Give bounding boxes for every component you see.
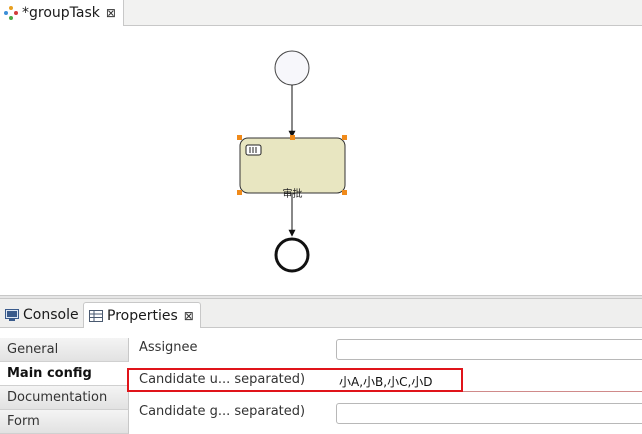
candidate-users-row: Candidate u... separated): [129, 368, 642, 394]
diagram-canvas[interactable]: 审批: [0, 27, 642, 295]
selection-handle[interactable]: [237, 135, 242, 140]
candidate-users-input[interactable]: [336, 371, 642, 392]
assignee-label: Assignee: [139, 340, 198, 355]
selection-handle[interactable]: [290, 135, 295, 140]
properties-view: General Main config Documentation Form A…: [0, 328, 642, 434]
side-tab-main-config[interactable]: Main config: [0, 362, 129, 386]
start-event[interactable]: [274, 50, 310, 86]
properties-icon: [89, 309, 103, 322]
editor-tab-label: *groupTask: [22, 5, 100, 21]
candidate-users-label: Candidate u... separated): [139, 372, 306, 387]
selection-handle[interactable]: [342, 135, 347, 140]
panel-tab-bar: Console Properties ⊠: [0, 299, 642, 328]
properties-side-tabs: General Main config Documentation Form: [0, 338, 129, 434]
activiti-diagram-icon: [4, 6, 18, 20]
tab-console[interactable]: Console: [0, 302, 82, 328]
tab-console-label: Console: [23, 307, 79, 323]
candidate-groups-row: Candidate g... separated): [129, 400, 642, 426]
side-tab-general[interactable]: General: [0, 338, 129, 362]
tab-properties-label: Properties: [107, 307, 178, 324]
candidate-groups-label: Candidate g... separated): [139, 404, 306, 419]
process-diagram: [237, 50, 347, 273]
side-tab-form[interactable]: Form: [0, 410, 129, 434]
console-icon: [5, 309, 19, 321]
editor-tab-grouptask[interactable]: *groupTask ⊠: [0, 0, 124, 26]
assignee-row: Assignee: [129, 336, 642, 362]
candidate-groups-input[interactable]: [336, 403, 642, 424]
panel-splitter[interactable]: [0, 295, 642, 299]
end-event[interactable]: [274, 237, 310, 273]
assignee-input[interactable]: [336, 339, 642, 360]
tab-properties[interactable]: Properties ⊠: [83, 302, 201, 328]
selection-handle[interactable]: [237, 190, 242, 195]
close-icon[interactable]: ⊠: [183, 308, 194, 323]
annotation-highlight-box: [127, 368, 463, 392]
selection-handle[interactable]: [342, 190, 347, 195]
main-config-form: Assignee Candidate u... separated) Candi…: [129, 328, 642, 434]
editor-tab-bar: *groupTask ⊠: [0, 0, 642, 26]
side-tab-documentation[interactable]: Documentation: [0, 386, 129, 410]
close-icon[interactable]: ⊠: [105, 6, 116, 20]
